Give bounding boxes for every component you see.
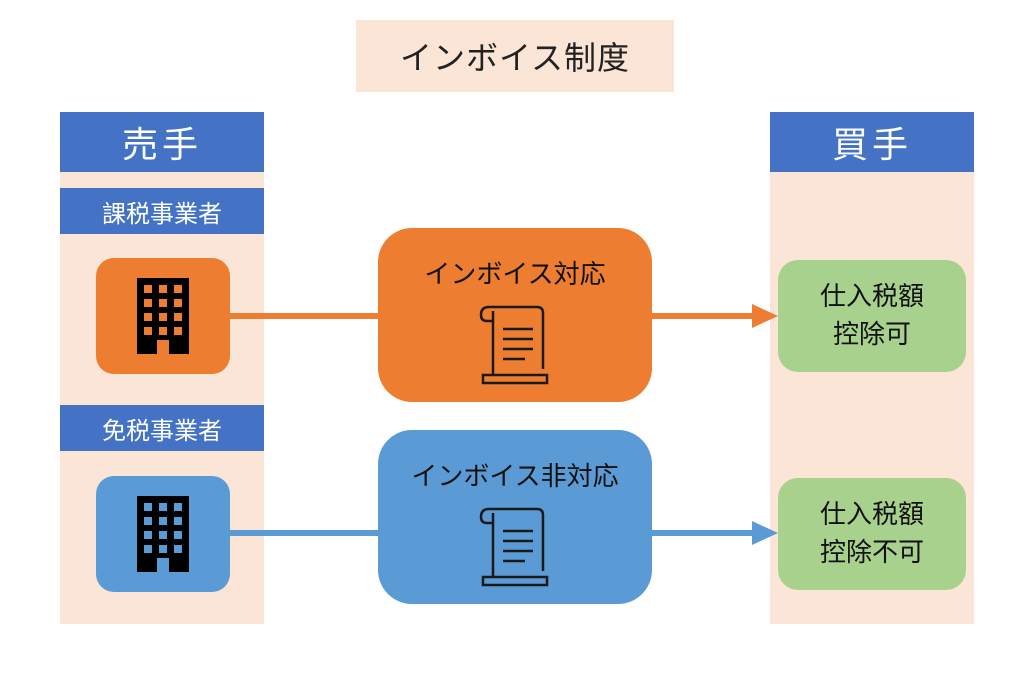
office-building-icon <box>137 496 189 572</box>
office-building-icon <box>137 278 189 354</box>
invoice-compliant-label: インボイス対応 <box>424 260 606 290</box>
deduction-not-allowed-line1: 仕入税額 <box>819 500 924 530</box>
buyer-header: 買手 <box>770 112 974 172</box>
invoice-noncompliant-box: インボイス非対応 <box>378 430 652 604</box>
invoice-scroll-icon <box>479 305 549 385</box>
taxable-company-box <box>96 258 230 374</box>
taxable-business-label: 課税事業者 <box>60 188 264 234</box>
taxable-arrowhead <box>752 304 778 328</box>
deduction-not-allowed-box: 仕入税額 控除不可 <box>778 478 966 590</box>
diagram-title: インボイス制度 <box>356 20 674 92</box>
deduction-allowed-box: 仕入税額 控除可 <box>778 260 966 372</box>
deduction-allowed-line1: 仕入税額 <box>819 282 924 312</box>
deduction-not-allowed-line2: 控除不可 <box>819 538 924 568</box>
deduction-allowed-line2: 控除可 <box>832 320 911 350</box>
seller-header: 売手 <box>60 112 264 172</box>
invoice-noncompliant-label: インボイス非対応 <box>411 462 619 492</box>
exempt-business-label: 免税事業者 <box>60 405 264 451</box>
exempt-company-box <box>96 476 230 592</box>
invoice-scroll-icon <box>479 507 549 587</box>
exempt-arrowhead <box>752 521 778 545</box>
invoice-compliant-box: インボイス対応 <box>378 228 652 402</box>
